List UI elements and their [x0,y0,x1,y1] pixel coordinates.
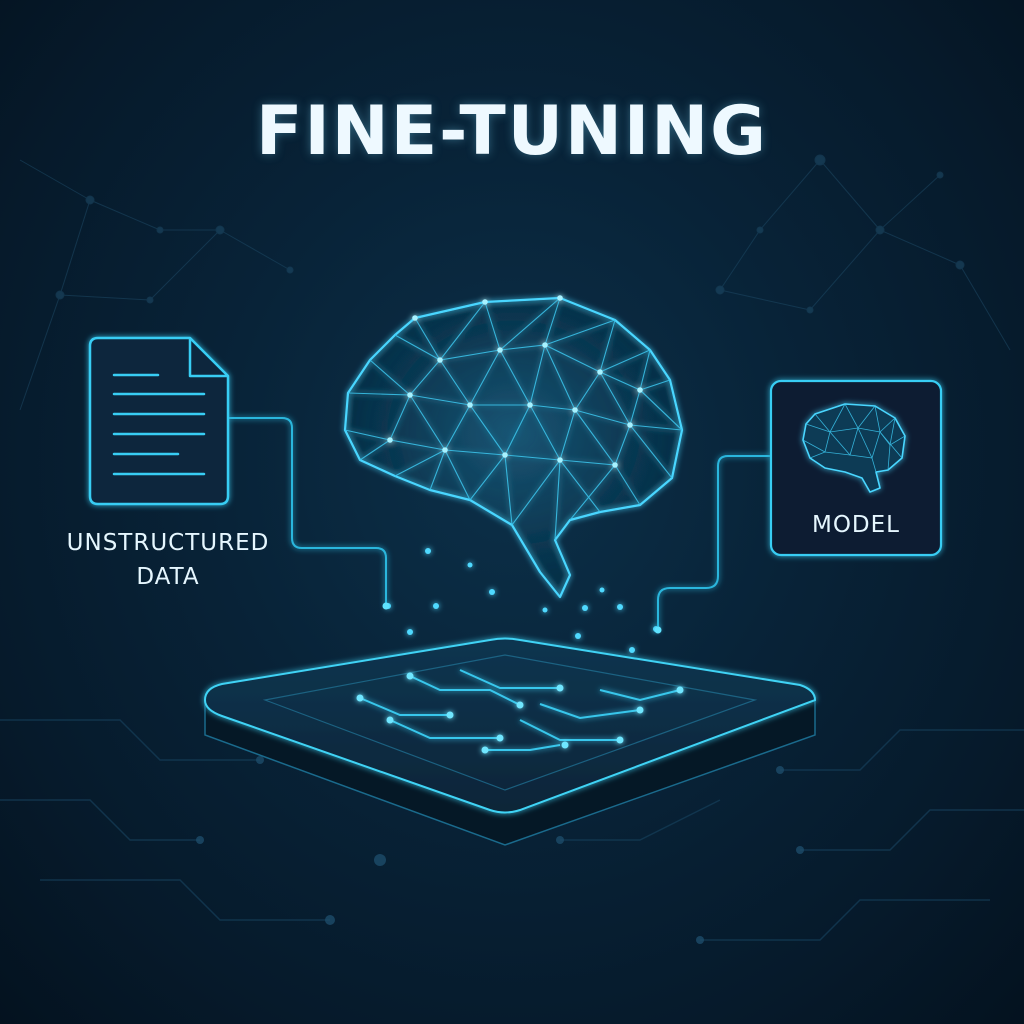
input-label: UNSTRUCTURED DATA [60,526,276,594]
input-connector-end [382,602,390,610]
platform-nodes [356,672,684,754]
document-icon [88,336,230,506]
data-beams [339,520,681,720]
output-connector-end [654,626,662,634]
background-circuit [0,719,1024,941]
output-connector [657,455,772,630]
input-label-line2: DATA [136,564,200,590]
background-network [19,154,1011,411]
brain-icon [802,403,906,493]
brain-mesh-icon [343,295,684,599]
diagram-title: FINE-TUNING [256,92,768,171]
background-circuit-nodes [196,756,804,944]
circuit-platform [203,637,817,846]
input-connector [228,417,387,604]
data-particles [385,548,659,653]
output-label: MODEL [811,512,900,538]
input-label-line1: UNSTRUCTURED [66,530,270,556]
